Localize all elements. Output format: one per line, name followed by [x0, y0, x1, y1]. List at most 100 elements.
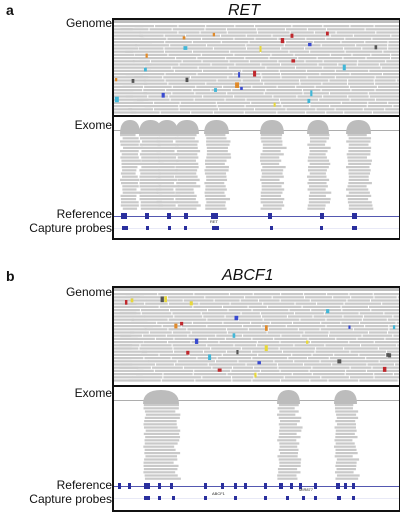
read [347, 159, 372, 162]
read [205, 162, 225, 165]
read [274, 360, 294, 363]
read [194, 98, 225, 101]
read [278, 404, 299, 407]
read [179, 63, 211, 66]
read [138, 47, 164, 50]
read [134, 25, 155, 28]
panel-a-exome-label: Exome [74, 118, 112, 132]
panel-a-exome-reads [114, 120, 399, 210]
read [206, 150, 228, 153]
read [176, 150, 201, 153]
read [179, 108, 219, 111]
read [192, 41, 221, 44]
read [320, 360, 339, 363]
read [320, 73, 350, 76]
read [193, 305, 223, 308]
read [117, 357, 144, 360]
read [204, 172, 227, 175]
read [136, 373, 163, 376]
read [343, 66, 381, 69]
coverage-baseline [114, 130, 399, 131]
exon-block [352, 213, 357, 219]
read [254, 366, 278, 369]
read [335, 452, 358, 455]
panel-b-ref-gene-label-left: ABCF1 [212, 491, 226, 496]
read [327, 293, 349, 296]
read [341, 321, 360, 324]
read [157, 137, 176, 140]
read [175, 146, 198, 149]
read [204, 182, 225, 185]
panel-a-frame: RET [112, 18, 400, 240]
read [343, 315, 363, 318]
read [114, 328, 147, 331]
read [140, 204, 164, 207]
read [204, 169, 229, 172]
read [278, 37, 306, 40]
mismatch-mark [208, 354, 212, 361]
read [195, 92, 227, 95]
mismatch-mark [185, 77, 189, 83]
panel-a-capture-label: Capture probes [29, 221, 112, 235]
read [144, 105, 179, 108]
read [261, 50, 289, 53]
read [307, 182, 327, 185]
read [121, 302, 145, 305]
read [149, 28, 172, 31]
read [189, 353, 222, 356]
read [309, 137, 330, 140]
read [176, 201, 199, 204]
read [332, 363, 367, 366]
read [321, 44, 356, 47]
read [114, 57, 150, 60]
mismatch-mark [143, 67, 147, 72]
read [134, 76, 163, 79]
read [358, 60, 386, 63]
read [277, 407, 295, 410]
read [139, 153, 159, 156]
exon-block [344, 483, 347, 489]
read [362, 318, 387, 321]
exon-block [145, 213, 149, 219]
read [334, 439, 353, 442]
read [121, 159, 141, 162]
read [200, 31, 227, 34]
panel-a-reference-track [114, 213, 399, 230]
read [304, 331, 329, 334]
read [159, 353, 189, 356]
read [315, 350, 350, 353]
read [166, 89, 192, 92]
read [139, 182, 162, 185]
exon-block [264, 483, 267, 489]
read [365, 28, 399, 31]
read [158, 134, 179, 137]
read [207, 44, 246, 47]
read [114, 299, 148, 302]
read [172, 92, 195, 95]
read [249, 41, 285, 44]
read [156, 178, 178, 181]
read [310, 379, 328, 382]
read [397, 344, 399, 347]
read [310, 101, 341, 104]
read [279, 445, 298, 448]
capture-probe [302, 496, 305, 500]
read [383, 73, 399, 76]
read [172, 85, 196, 88]
read [335, 420, 356, 423]
read [313, 315, 343, 318]
read [264, 82, 300, 85]
read [139, 169, 160, 172]
read [307, 159, 330, 162]
read [242, 79, 260, 82]
read [197, 357, 217, 360]
read [163, 376, 202, 379]
read [309, 369, 346, 372]
read [205, 185, 226, 188]
read [141, 156, 160, 159]
capture-probe [270, 226, 273, 230]
mismatch-mark [280, 38, 285, 44]
read [260, 162, 280, 165]
read [297, 95, 323, 98]
read [308, 166, 329, 169]
